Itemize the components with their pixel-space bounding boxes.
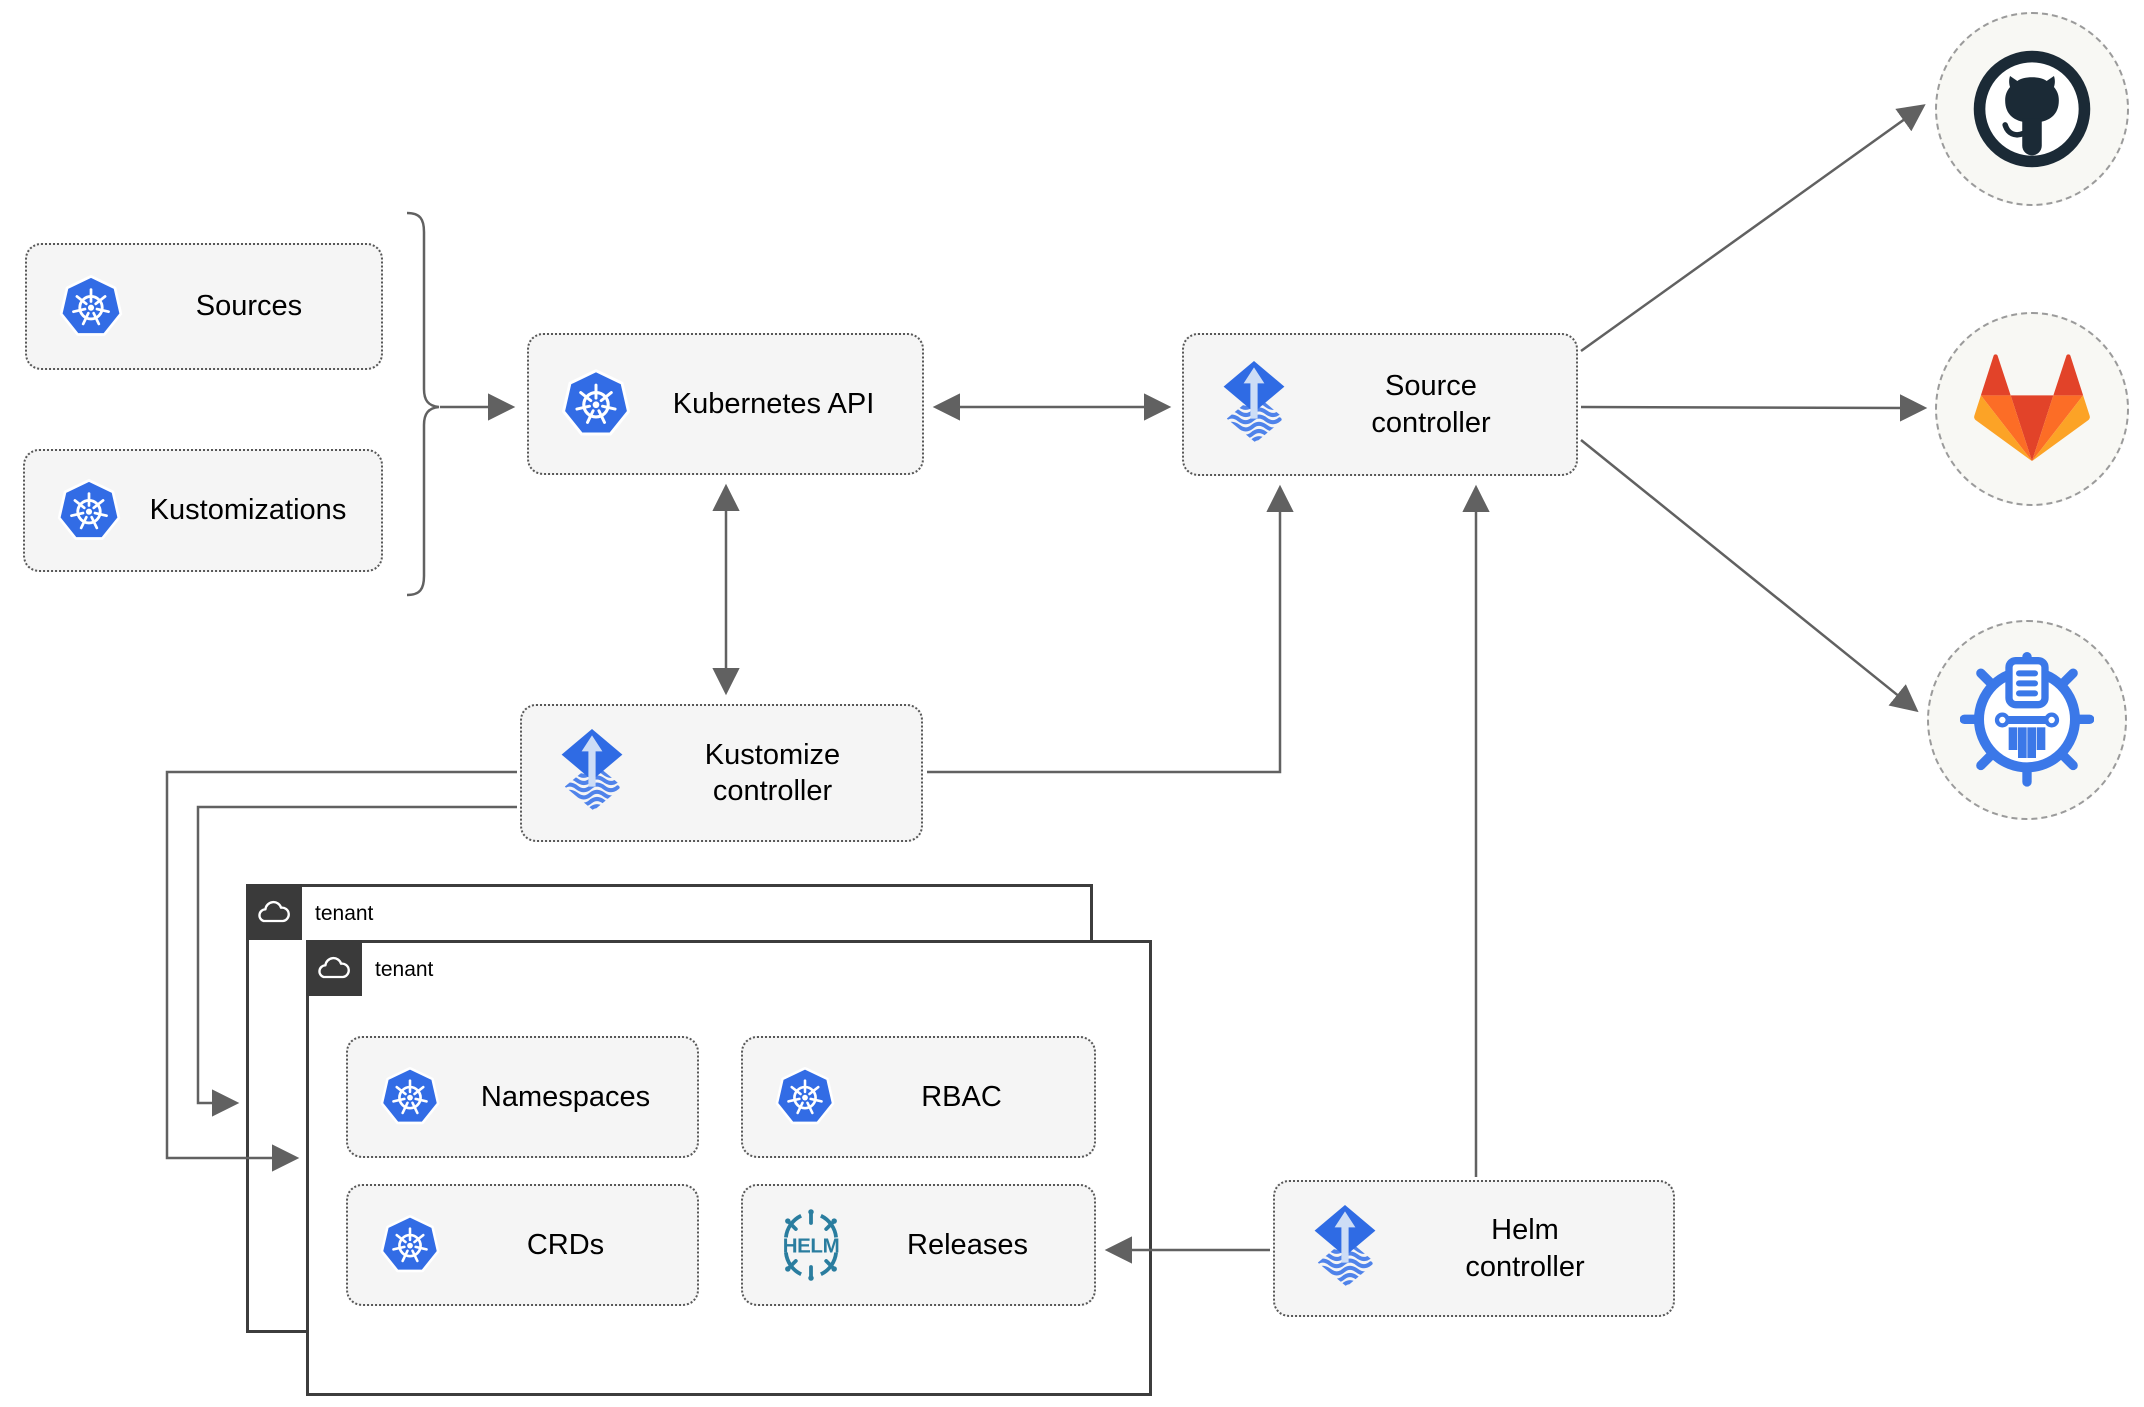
node-releases-label: Releases xyxy=(907,1228,1028,1261)
flux-icon xyxy=(1214,361,1294,449)
node-kustomizations-label: Kustomizations xyxy=(149,494,347,527)
node-releases: Releases xyxy=(741,1184,1096,1306)
external-gitlab xyxy=(1935,312,2129,506)
node-rbac: RBAC xyxy=(741,1036,1096,1158)
tenant-back-header xyxy=(246,884,302,940)
kubernetes-icon xyxy=(55,477,123,545)
cloud-icon xyxy=(256,899,292,925)
edge-source-controller-gitlab xyxy=(1580,394,1928,422)
cloud-icon xyxy=(316,955,352,981)
kubernetes-icon xyxy=(57,273,125,341)
tenant-back-label: tenant xyxy=(315,902,374,925)
tenant-front-header xyxy=(306,940,362,996)
node-helm-controller-label: Helm controller xyxy=(1465,1214,1585,1283)
node-kustomize-controller: Kustomize controller xyxy=(520,704,923,842)
kubernetes-icon xyxy=(773,1065,837,1129)
edge-source-controller-chartmuseum xyxy=(1580,439,1919,713)
gitlab-icon xyxy=(1973,354,2091,464)
kubernetes-icon xyxy=(559,367,633,441)
kubernetes-icon xyxy=(378,1213,442,1277)
node-source-controller: Source controller xyxy=(1182,333,1578,476)
node-rbac-label: RBAC xyxy=(921,1080,1002,1113)
external-chartmuseum xyxy=(1927,620,2127,820)
flux-icon xyxy=(552,729,632,817)
external-github xyxy=(1935,12,2129,206)
flux-icon xyxy=(1305,1205,1385,1293)
github-icon xyxy=(1971,48,2093,170)
node-helm-controller: Helm controller xyxy=(1273,1180,1675,1317)
tenant-group-front: tenant xyxy=(306,940,1152,1396)
node-kubernetes-api-label: Kubernetes API xyxy=(672,387,875,420)
node-namespaces-label: Namespaces xyxy=(480,1080,651,1113)
node-sources-label: Sources xyxy=(195,290,303,323)
node-kustomize-controller-label: Kustomize controller xyxy=(704,738,841,807)
sources-group-bracket xyxy=(406,211,440,597)
node-namespaces: Namespaces xyxy=(346,1036,699,1158)
tenant-front-label: tenant xyxy=(375,958,434,981)
edge-source-controller-github xyxy=(1580,104,1926,353)
node-source-controller-label: Source controller xyxy=(1371,370,1491,439)
node-sources: Sources xyxy=(25,243,383,370)
helm-icon xyxy=(773,1207,849,1283)
edge-kustomize-controller-source-controller xyxy=(927,484,1294,774)
node-kubernetes-api: Kubernetes API xyxy=(527,333,924,475)
node-crds-label: CRDs xyxy=(526,1228,605,1261)
node-kustomizations: Kustomizations xyxy=(23,449,383,572)
kubernetes-icon xyxy=(378,1065,442,1129)
node-crds: CRDs xyxy=(346,1184,699,1306)
chartmuseum-icon xyxy=(1960,650,2094,790)
